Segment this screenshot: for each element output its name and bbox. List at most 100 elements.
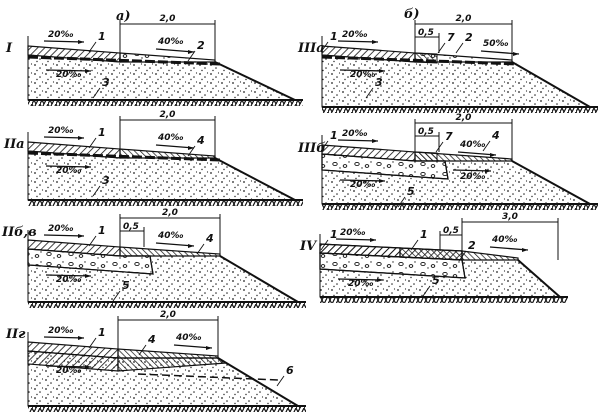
slope-label-base-2: 20‰ [460, 172, 486, 182]
part-a-label: а) [116, 9, 131, 24]
arrow-head-icon [85, 69, 91, 73]
embankment-slope [517, 259, 561, 298]
leader-line [88, 235, 97, 247]
dimension-label: 2,0 [160, 14, 176, 24]
slope-label-shoulder: 40‰ [491, 235, 518, 245]
slope-arrow [337, 278, 384, 281]
drainage-layer [321, 153, 449, 180]
drainage-layer [27, 248, 154, 275]
layer-number-label: 4 [205, 232, 214, 245]
layer-number-label: 3 [102, 76, 110, 89]
arrow-head-icon [372, 139, 378, 143]
slope-arrow [339, 179, 386, 182]
leader-line [187, 50, 196, 62]
leader-line [397, 196, 406, 208]
slope-label-shoulder: 40‰ [459, 140, 486, 150]
panel-label: IIб,в [1, 225, 37, 240]
embankment-slope [511, 160, 591, 205]
arrow-head-icon [85, 274, 91, 278]
arrow-head-icon [370, 238, 376, 242]
slope-label-top: 20‰ [48, 224, 74, 234]
layer-number-label: 4 [196, 134, 205, 147]
arrow-head-icon [78, 136, 84, 140]
shoulder-strengthening [119, 246, 221, 257]
dimension-label-small: 0,5 [418, 127, 434, 137]
slope-arrow [452, 169, 492, 172]
layer-number-label: 3 [102, 174, 110, 187]
leader-line [458, 250, 467, 262]
leader-line [112, 290, 121, 302]
geotextile-interlayer [27, 55, 221, 66]
slope-label-top: 20‰ [48, 30, 74, 40]
panel-label: IIIа [297, 41, 325, 56]
layer-number-label: 1 [330, 129, 338, 142]
embankment-slope [214, 61, 296, 101]
slope-arrow [155, 144, 195, 149]
slope-label-top: 20‰ [342, 30, 368, 40]
dimension-label-small: 0,5 [123, 222, 139, 232]
leader-line [88, 137, 97, 149]
layer-number-label: 2 [197, 39, 205, 52]
arrow-head-icon [522, 248, 528, 252]
natural-ground-hatch [320, 297, 568, 303]
slope-arrow [457, 151, 497, 156]
leader-line [320, 140, 329, 152]
leader-line [276, 375, 285, 387]
slope-arrow [155, 242, 195, 247]
dimension-label-small: 0,5 [418, 28, 434, 38]
arrow-head-icon [78, 40, 84, 44]
panel-label: IIг [5, 327, 26, 342]
slope-arrow [480, 50, 520, 55]
slope-arrow [489, 246, 529, 251]
leader-line [482, 140, 491, 152]
slope-arrow [45, 274, 92, 277]
slope-label-base: 20‰ [56, 166, 82, 176]
slope-label-shoulder: 40‰ [175, 333, 202, 343]
arrow-head-icon [490, 153, 496, 157]
natural-ground-hatch [28, 406, 306, 412]
natural-ground-hatch [28, 302, 306, 308]
panel-label: IV [299, 239, 318, 254]
arrow-head-icon [379, 179, 385, 183]
dimension-label: 2,0 [456, 14, 472, 24]
dimension-label: 2,0 [162, 208, 178, 218]
arrow-head-icon [485, 169, 491, 173]
leader-line [88, 337, 97, 349]
slope-arrow [173, 344, 213, 349]
slope-arrow [339, 69, 386, 72]
slope-arrow [337, 139, 379, 142]
leader-line [437, 42, 446, 54]
layer-number-label: 5 [407, 185, 415, 198]
leader-line [365, 87, 374, 99]
leader-line [92, 185, 101, 197]
layer-number-label: 1 [330, 228, 338, 241]
leader-line [320, 41, 329, 53]
layer-number-label: 5 [432, 274, 440, 287]
slope-label-top: 20‰ [48, 126, 74, 136]
layer-number-label: 2 [468, 239, 476, 252]
slope-label-base: 20‰ [350, 180, 376, 190]
geotextile-interlayer [27, 151, 221, 162]
embankment-slope [217, 357, 299, 407]
natural-ground-hatch [28, 100, 303, 106]
slope-label-shoulder: 40‰ [157, 133, 184, 143]
slope-arrow [155, 48, 195, 53]
dimension-label: 3,0 [502, 212, 518, 222]
layer-number-label: 1 [330, 30, 338, 43]
slope-arrow [335, 238, 377, 241]
slope-label-base: 20‰ [348, 279, 374, 289]
slope-label-shoulder: 40‰ [157, 231, 184, 241]
leader-line [435, 141, 444, 153]
layer-number-label: 4 [147, 333, 156, 346]
slope-label-base: 20‰ [56, 275, 82, 285]
pavement-widening [399, 247, 463, 261]
slope-label-base: 20‰ [56, 366, 82, 376]
layer-number-label: 3 [375, 76, 383, 89]
